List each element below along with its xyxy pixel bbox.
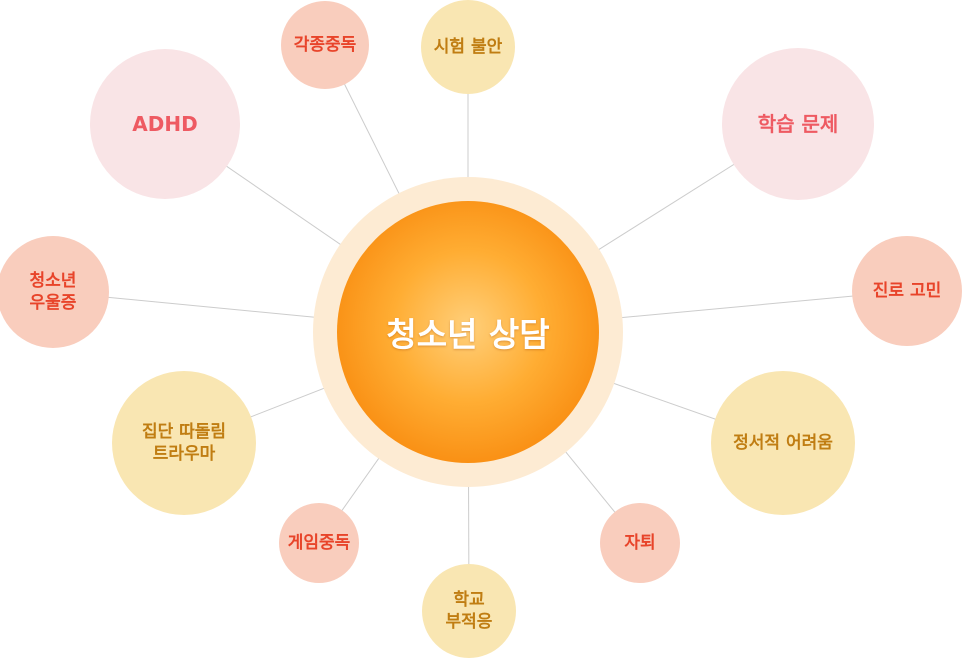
node-label: 정서적 어려움	[733, 432, 833, 454]
node-label-line: ADHD	[132, 112, 198, 136]
node-various-addiction: 각종중독	[281, 1, 369, 89]
center-node: 청소년 상담	[337, 201, 599, 463]
node-label-line: 학습 문제	[757, 112, 839, 136]
node-label-line: 학교	[453, 589, 485, 610]
node-label-line: 우울증	[29, 293, 77, 313]
center-label: 청소년 상담	[386, 315, 550, 354]
node-label: ADHD	[132, 111, 197, 137]
node-label-line: 게임중독	[287, 532, 351, 553]
node-label-line: 집단 따돌림	[141, 421, 227, 442]
node-label: 자퇴	[624, 532, 655, 554]
node-label: 학습 문제	[758, 111, 839, 137]
node-label-line: 정서적 어려움	[733, 432, 833, 453]
node-emotional-difficulty: 정서적 어려움	[711, 371, 855, 515]
node-learning-problem: 학습 문제	[722, 48, 874, 200]
node-label: 시험 불안	[434, 36, 502, 58]
node-label-line: 진로 고민	[872, 280, 942, 301]
node-label: 게임중독	[288, 532, 351, 554]
node-career-worry: 진로 고민	[852, 236, 962, 346]
node-exam-anxiety: 시험 불안	[421, 0, 515, 94]
node-label-line: 부적응	[445, 612, 493, 632]
node-self-harm: 자퇴	[600, 503, 680, 583]
node-label: 각종중독	[294, 34, 357, 56]
node-adhd: ADHD	[90, 49, 240, 199]
node-label-line: 청소년	[29, 270, 77, 291]
node-label: 진로 고민	[873, 280, 941, 302]
node-label-line: 트라우마	[152, 444, 216, 464]
node-label-line: 자퇴	[624, 532, 656, 553]
node-label-line: 시험 불안	[433, 36, 503, 57]
node-game-addiction: 게임중독	[279, 503, 359, 583]
node-label-line: 각종중독	[293, 34, 357, 55]
